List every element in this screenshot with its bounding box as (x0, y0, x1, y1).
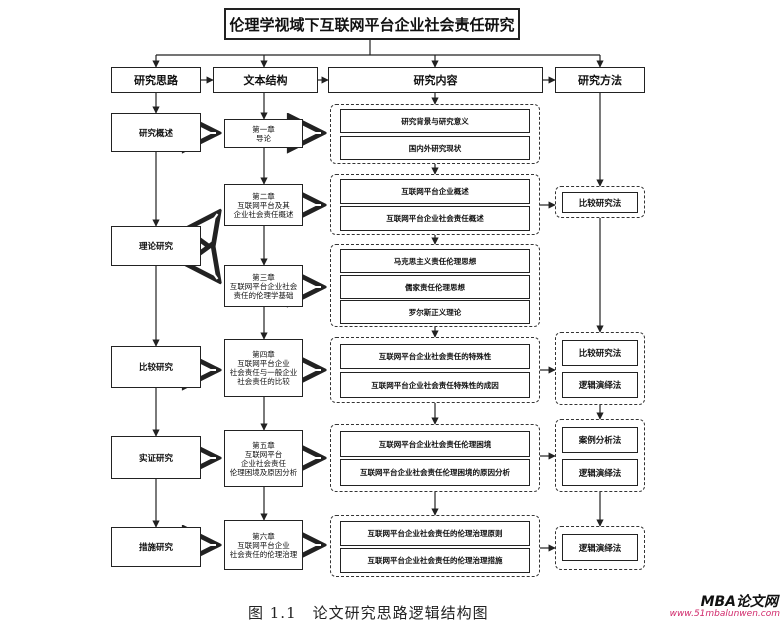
header-research-methods: 研究方法 (555, 67, 645, 93)
watermark-url: www.51mbalunwen.com (669, 609, 780, 619)
chapter-5: 第五章 互联网平台 企业社会责任 伦理困境及原因分析 (224, 430, 303, 487)
content-item: 互联网平台企业社会责任伦理困境的原因分析 (340, 459, 530, 486)
content-item: 马克思主义责任伦理思想 (340, 249, 530, 273)
content-item: 互联网平台企业社会责任的伦理治理原则 (340, 521, 530, 546)
method-item: 比较研究法 (562, 340, 638, 366)
chapter-6: 第六章 互联网平台企业 社会责任的伦理治理 (224, 520, 303, 570)
approach-theory: 理论研究 (111, 226, 201, 266)
chapter-2: 第二章 互联网平台及其 企业社会责任概述 (224, 184, 303, 226)
watermark-brand: MBA论文网 (700, 594, 778, 610)
content-group-2 (330, 174, 540, 235)
content-item: 互联网平台企业社会责任特殊性的成因 (340, 372, 530, 398)
chapter-4: 第四章 互联网平台企业 社会责任与一般企业 社会责任的比较 (224, 339, 303, 397)
content-item: 互联网平台企业社会责任的特殊性 (340, 344, 530, 369)
approach-overview: 研究概述 (111, 113, 201, 152)
content-group-5 (330, 424, 540, 492)
content-item: 互联网平台企业概述 (340, 179, 530, 204)
content-group-4 (330, 337, 540, 403)
content-group-1 (330, 104, 540, 164)
header-text-structure: 文本结构 (213, 67, 318, 93)
figure-caption: 图 1.1 论文研究思路逻辑结构图 (248, 604, 489, 622)
content-item: 互联网平台企业社会责任概述 (340, 206, 530, 231)
method-item: 逻辑演绎法 (562, 459, 638, 486)
diagram-title: 伦理学视域下互联网平台企业社会责任研究 (224, 8, 520, 40)
approach-empirical: 实证研究 (111, 436, 201, 479)
content-item: 互联网平台企业社会责任的伦理治理措施 (340, 548, 530, 573)
method-group-2 (555, 332, 645, 405)
content-item: 研究背景与研究意义 (340, 109, 530, 133)
content-group-3 (330, 244, 540, 327)
content-item: 罗尔斯正义理论 (340, 300, 530, 324)
content-group-6 (330, 515, 540, 577)
approach-comparison: 比较研究 (111, 346, 201, 388)
content-item: 儒家责任伦理思想 (340, 275, 530, 299)
chapter-3: 第三章 互联网平台企业社会 责任的伦理学基础 (224, 265, 303, 307)
method-item: 逻辑演绎法 (562, 372, 638, 398)
method-group-3 (555, 419, 645, 492)
method-item: 比较研究法 (562, 192, 638, 213)
chapter-1: 第一章 导论 (224, 119, 303, 148)
header-research-approach: 研究思路 (111, 67, 201, 93)
method-item: 案例分析法 (562, 427, 638, 453)
header-research-content: 研究内容 (328, 67, 543, 93)
method-group-1 (555, 186, 645, 218)
method-item: 逻辑演绎法 (562, 534, 638, 561)
content-item: 互联网平台企业社会责任伦理困境 (340, 431, 530, 457)
content-item: 国内外研究现状 (340, 136, 530, 160)
method-group-4 (555, 526, 645, 570)
approach-measures: 措施研究 (111, 527, 201, 567)
